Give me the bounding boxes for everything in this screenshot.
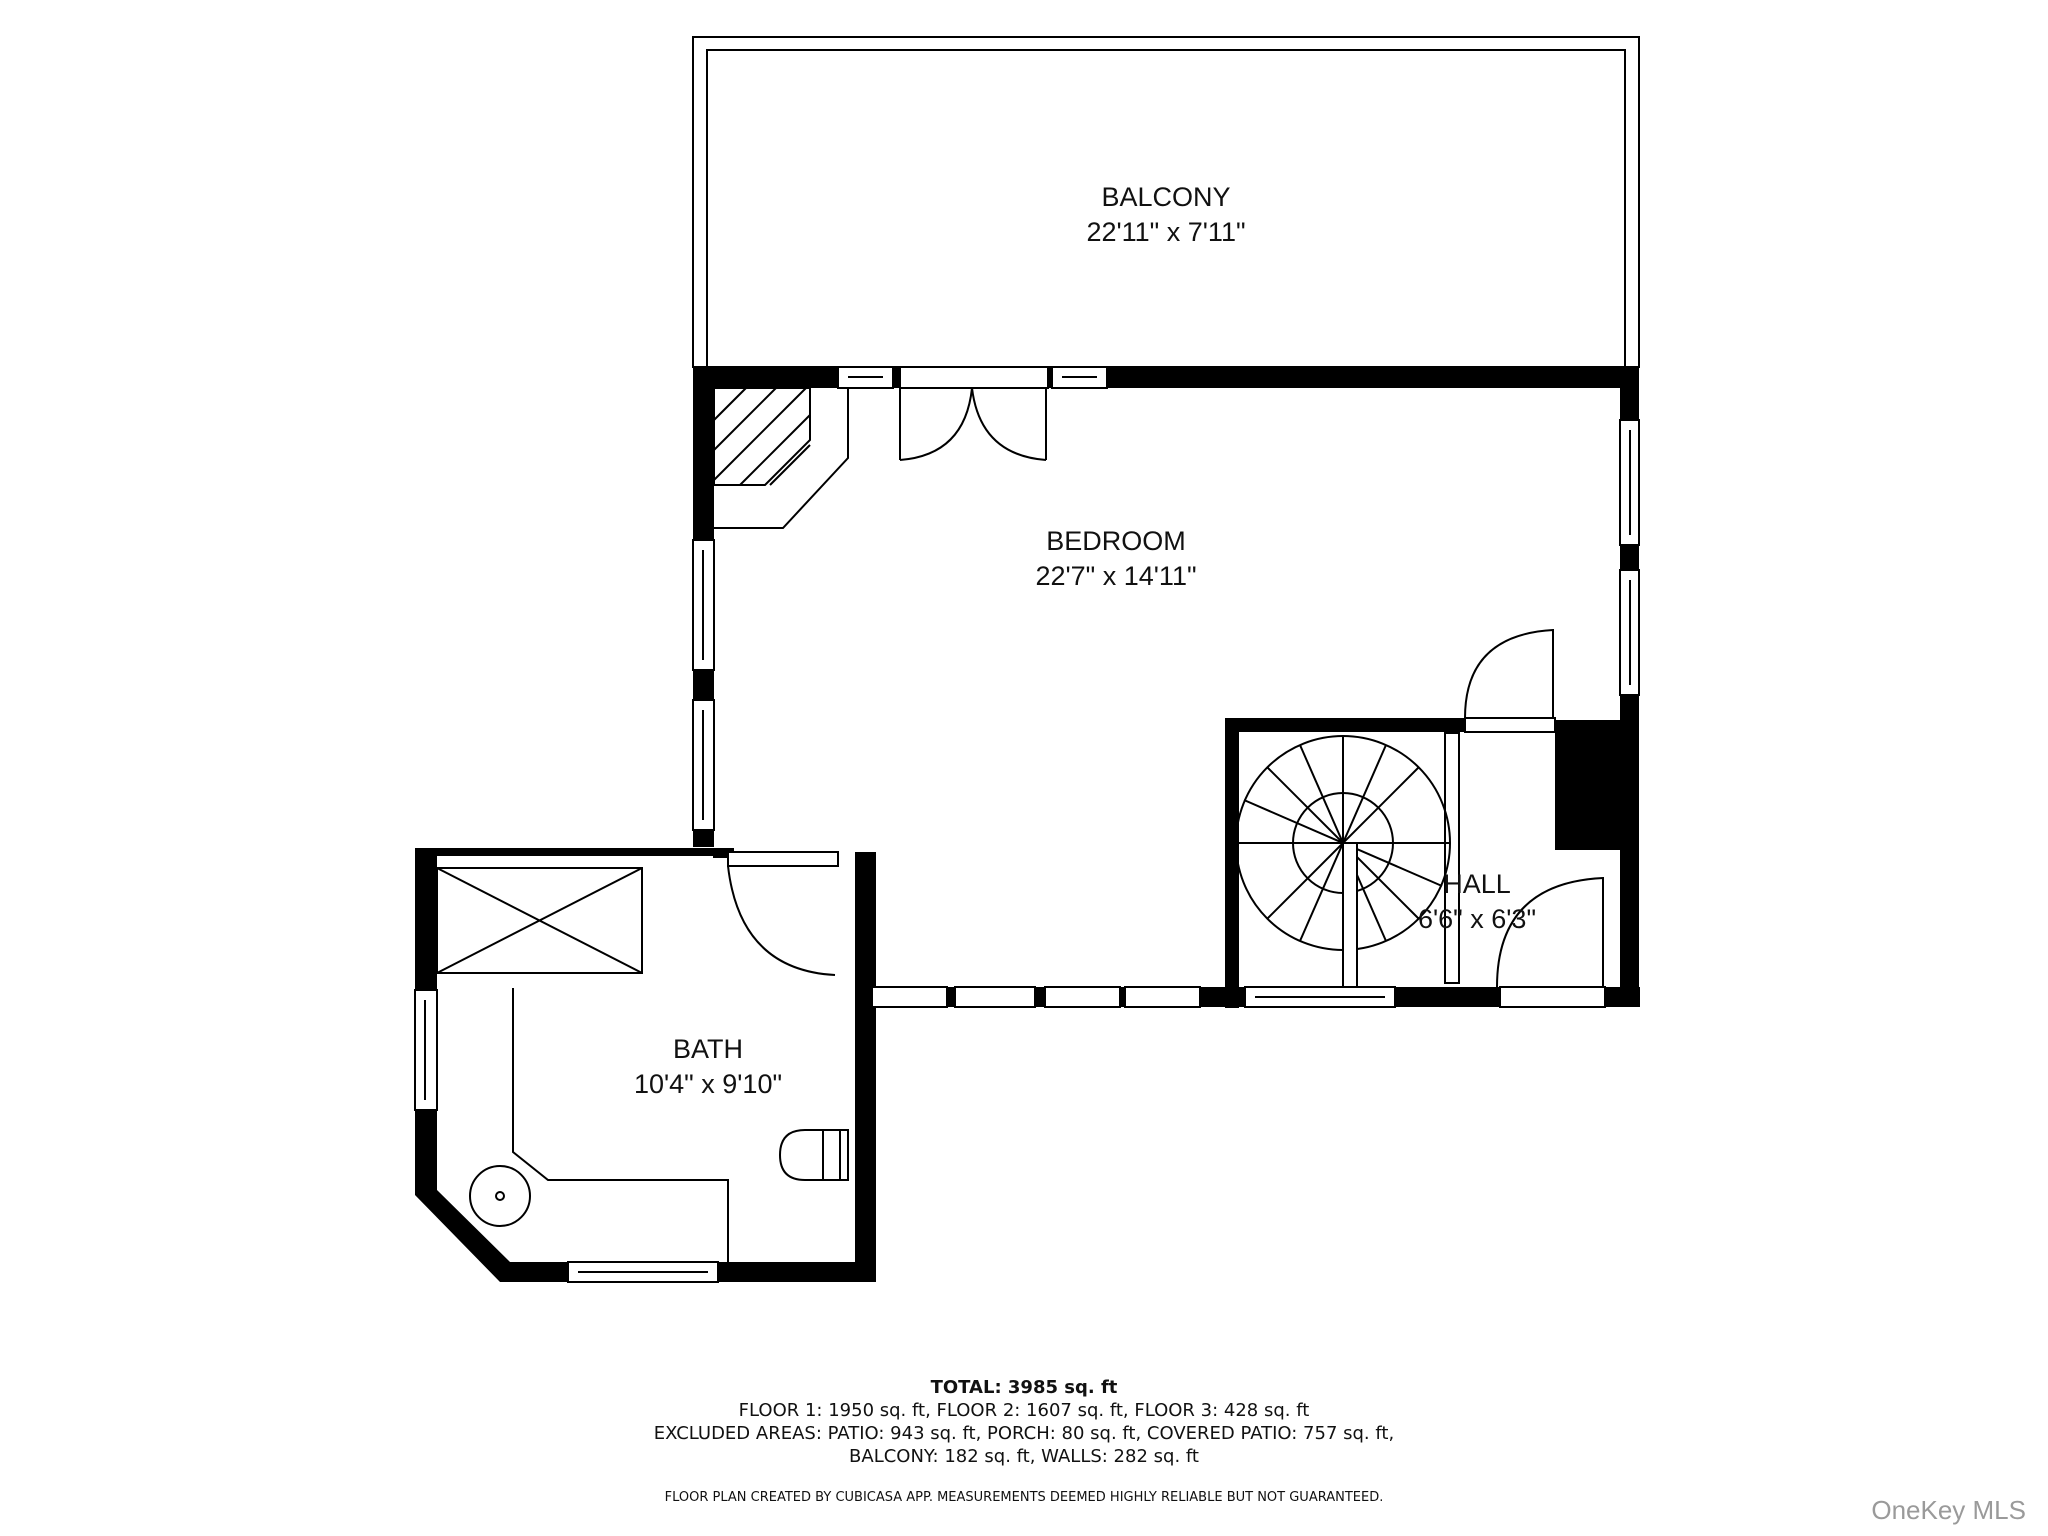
hall-label: HALL 6'6" x 6'3" — [1418, 867, 1536, 937]
disclaimer: FLOOR PLAN CREATED BY CUBICASA APP. MEAS… — [664, 1490, 1384, 1505]
bedroom-name: BEDROOM — [1046, 526, 1186, 556]
area-summary: TOTAL: 3985 sq. ft FLOOR 1: 1950 sq. ft,… — [0, 1376, 2048, 1468]
bath-walls — [415, 848, 876, 1282]
bath-dimensions: 10'4" x 9'10" — [633, 1069, 783, 1099]
fireplace — [713, 387, 849, 529]
hall-dimensions: 6'6" x 6'3" — [1417, 904, 1537, 934]
balcony-name: BALCONY — [1101, 182, 1231, 212]
spiral-stairs — [1235, 735, 1451, 988]
floor-areas: FLOOR 1: 1950 sq. ft, FLOOR 2: 1607 sq. … — [738, 1400, 1310, 1421]
bedroom-label: BEDROOM 22'7" x 14'11" — [1035, 524, 1196, 594]
bedroom-dimensions: 22'7" x 14'11" — [1035, 561, 1197, 591]
excluded-areas-line-2: BALCONY: 182 sq. ft, WALLS: 282 sq. ft — [849, 1446, 1199, 1467]
balcony-label: BALCONY 22'11" x 7'11" — [1086, 180, 1245, 250]
excluded-areas-line-1: EXCLUDED AREAS: PATIO: 943 sq. ft, PORCH… — [653, 1423, 1395, 1444]
french-doors — [899, 387, 1047, 461]
hall-name: HALL — [1443, 869, 1511, 899]
balcony-dimensions: 22'11" x 7'11" — [1086, 217, 1246, 247]
bath-label: BATH 10'4" x 9'10" — [634, 1032, 782, 1102]
bath-name: BATH — [672, 1034, 744, 1064]
watermark: OneKey MLS — [1871, 1495, 2026, 1525]
total-area: TOTAL: 3985 sq. ft — [930, 1377, 1118, 1398]
